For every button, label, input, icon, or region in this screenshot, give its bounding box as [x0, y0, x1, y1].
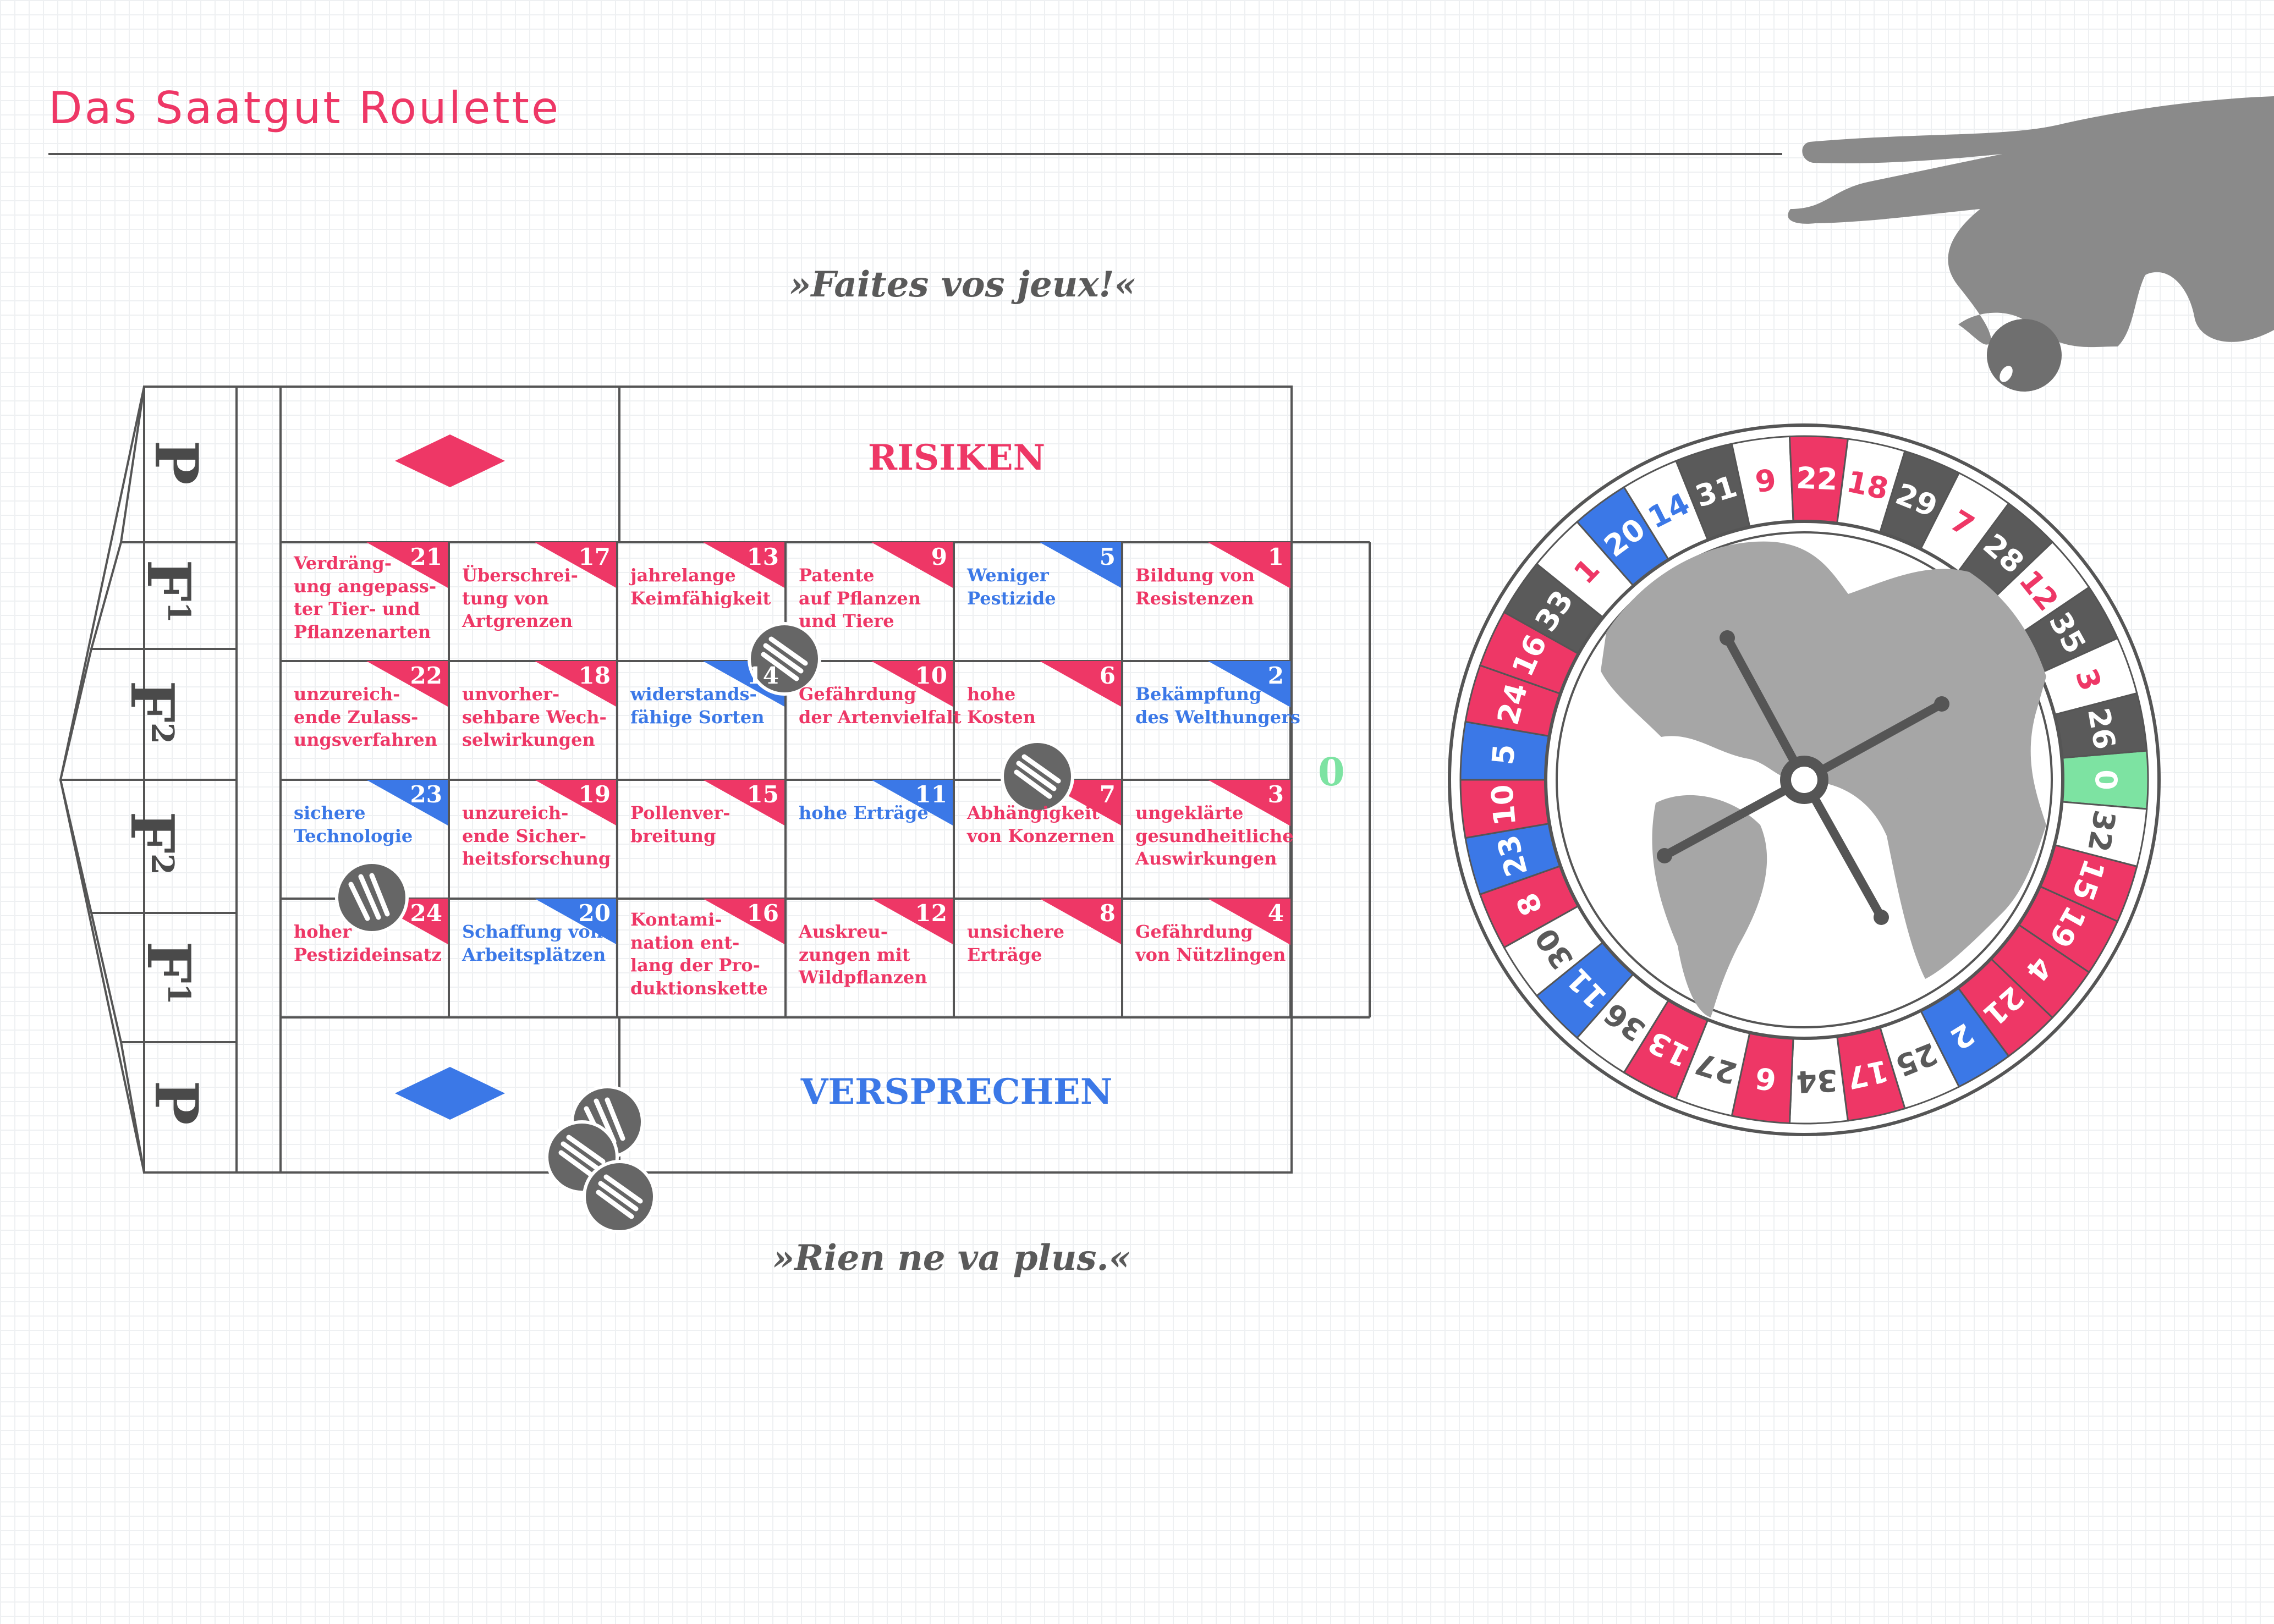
- cell-number-4: 4: [1267, 900, 1284, 927]
- zero-label: 0: [1318, 749, 1345, 795]
- hand-illustration: [1788, 96, 2274, 392]
- cell-corner-22: [366, 661, 449, 707]
- cell-number-8: 8: [1099, 900, 1116, 927]
- cell-text-15[interactable]: Pollenver- breitung: [630, 802, 730, 846]
- cell-corner-11: [871, 780, 954, 826]
- roulette-wheel: [1448, 423, 2161, 1136]
- cell-corner-17: [535, 542, 617, 588]
- cell-text-12[interactable]: Auskreu- zungen mit Wildpflanzen: [799, 921, 927, 988]
- risks-label: RISIKEN: [867, 437, 1046, 478]
- cell-corner-15: [703, 780, 786, 826]
- cell-number-18: 18: [578, 662, 611, 689]
- cell-text-3[interactable]: ungeklärte gesundheitliche Auswirkungen: [1135, 802, 1294, 869]
- cell-text-22[interactable]: unzureich- ende Zulass- ungsverfahren: [294, 684, 437, 751]
- cell-corner-6: [1040, 661, 1122, 707]
- wheel-spindle: [1660, 634, 1946, 922]
- cell-text-2[interactable]: Bekämpfung des Welthungers: [1135, 684, 1300, 728]
- cell-text-13[interactable]: jahrelange Keimfähigkeit: [630, 565, 771, 609]
- cell-text-16[interactable]: Kontami- nation ent- lang der Pro- dukti…: [630, 909, 768, 999]
- cell-number-16: 16: [746, 900, 779, 927]
- cell-number-1: 1: [1267, 543, 1284, 570]
- cell-corner-4: [1208, 899, 1290, 945]
- cell-number-2: 2: [1267, 662, 1284, 689]
- cell-corner-21: [366, 542, 449, 588]
- title-rule: [48, 153, 1782, 155]
- cell-text-10[interactable]: Gefährdung der Artenvielfalt: [799, 684, 962, 728]
- side-label-f2-top: F2: [117, 680, 186, 744]
- side-label-p-top: P: [141, 440, 211, 485]
- cell-number-11: 11: [915, 781, 947, 808]
- cell-number-15: 15: [746, 781, 779, 808]
- cell-number-3: 3: [1267, 781, 1284, 808]
- cell-number-19: 19: [578, 781, 611, 808]
- cell-corner-1: [1208, 542, 1290, 588]
- cell-text-9[interactable]: Patente auf Pflanzen und Tiere: [799, 565, 921, 632]
- cell-text-7[interactable]: Abhängigkeit von Konzernen: [967, 802, 1115, 846]
- cell-text-24[interactable]: hoher Pestizideinsatz: [294, 921, 442, 965]
- cell-corner-20: [535, 899, 617, 945]
- cell-corner-12: [871, 899, 954, 945]
- cell-number-9: 9: [931, 543, 947, 570]
- board-cell-4: [1121, 898, 1292, 1019]
- cell-corner-9: [871, 542, 954, 588]
- blue-diamond: [395, 1067, 505, 1120]
- cell-corner-3: [1208, 780, 1290, 826]
- cell-corner-19: [535, 780, 617, 826]
- cell-text-21[interactable]: Verdräng- ung angepass- ter Tier- und Pf…: [294, 553, 437, 642]
- cell-corner-8: [1040, 899, 1122, 945]
- cell-number-17: 17: [578, 543, 611, 570]
- cell-number-21: 21: [410, 543, 442, 570]
- quote-top: »Faites vos jeux!«: [789, 264, 1136, 305]
- cell-number-22: 22: [410, 662, 442, 689]
- cell-corner-13: [703, 542, 786, 588]
- cell-text-5[interactable]: Weniger Pestizide: [967, 565, 1056, 609]
- promises-label: VERSPRECHEN: [800, 1071, 1113, 1113]
- cell-text-8[interactable]: unsichere Erträge: [967, 921, 1065, 965]
- cell-number-24: 24: [410, 900, 442, 927]
- cell-corner-10: [871, 661, 954, 707]
- cell-text-6[interactable]: hohe Kosten: [967, 684, 1036, 728]
- cell-number-23: 23: [410, 781, 442, 808]
- cell-text-11[interactable]: hohe Erträge: [799, 802, 929, 823]
- cell-number-13: 13: [746, 543, 779, 570]
- cell-number-6: 6: [1099, 662, 1116, 689]
- cell-text-17[interactable]: Überschrei- tung von Artgrenzen: [462, 565, 578, 632]
- cell-number-20: 20: [578, 900, 611, 927]
- cell-corner-16: [703, 899, 786, 945]
- cell-number-5: 5: [1099, 543, 1116, 570]
- side-label-p-bottom: P: [141, 1080, 211, 1125]
- cell-text-14[interactable]: widerstands- fähige Sorten: [630, 684, 765, 728]
- side-label-f1-top: F1: [134, 559, 203, 623]
- chips: [335, 622, 1074, 1234]
- cell-number-7: 7: [1099, 781, 1116, 808]
- quote-bottom: »Rien ne va plus.«: [772, 1237, 1131, 1279]
- cell-number-14: 14: [746, 662, 779, 689]
- cell-corner-5: [1040, 542, 1122, 588]
- cell-text-18[interactable]: unvorher- sehbare Wech- selwirkungen: [462, 684, 607, 751]
- cell-number-10: 10: [915, 662, 947, 689]
- cell-text-23[interactable]: sichere Technologie: [294, 802, 413, 846]
- cell-corner-2: [1208, 661, 1290, 707]
- side-label-f1-bottom: F1: [134, 941, 203, 1005]
- cell-corner-18: [535, 661, 617, 707]
- side-label-f2-bottom: F2: [117, 811, 186, 875]
- cell-corner-23: [366, 780, 449, 826]
- red-diamond: [395, 434, 505, 487]
- cell-text-19[interactable]: unzureich- ende Sicher- heitsforschung: [462, 802, 611, 869]
- cell-number-12: 12: [915, 900, 947, 927]
- cell-text-4[interactable]: Gefährdung von Nützlingen: [1135, 921, 1286, 965]
- cell-text-1[interactable]: Bildung von Resistenzen: [1135, 565, 1255, 609]
- cell-text-20[interactable]: Schaffung von Arbeitsplätzen: [462, 921, 606, 965]
- page-title: Das Saatgut Roulette: [48, 82, 561, 134]
